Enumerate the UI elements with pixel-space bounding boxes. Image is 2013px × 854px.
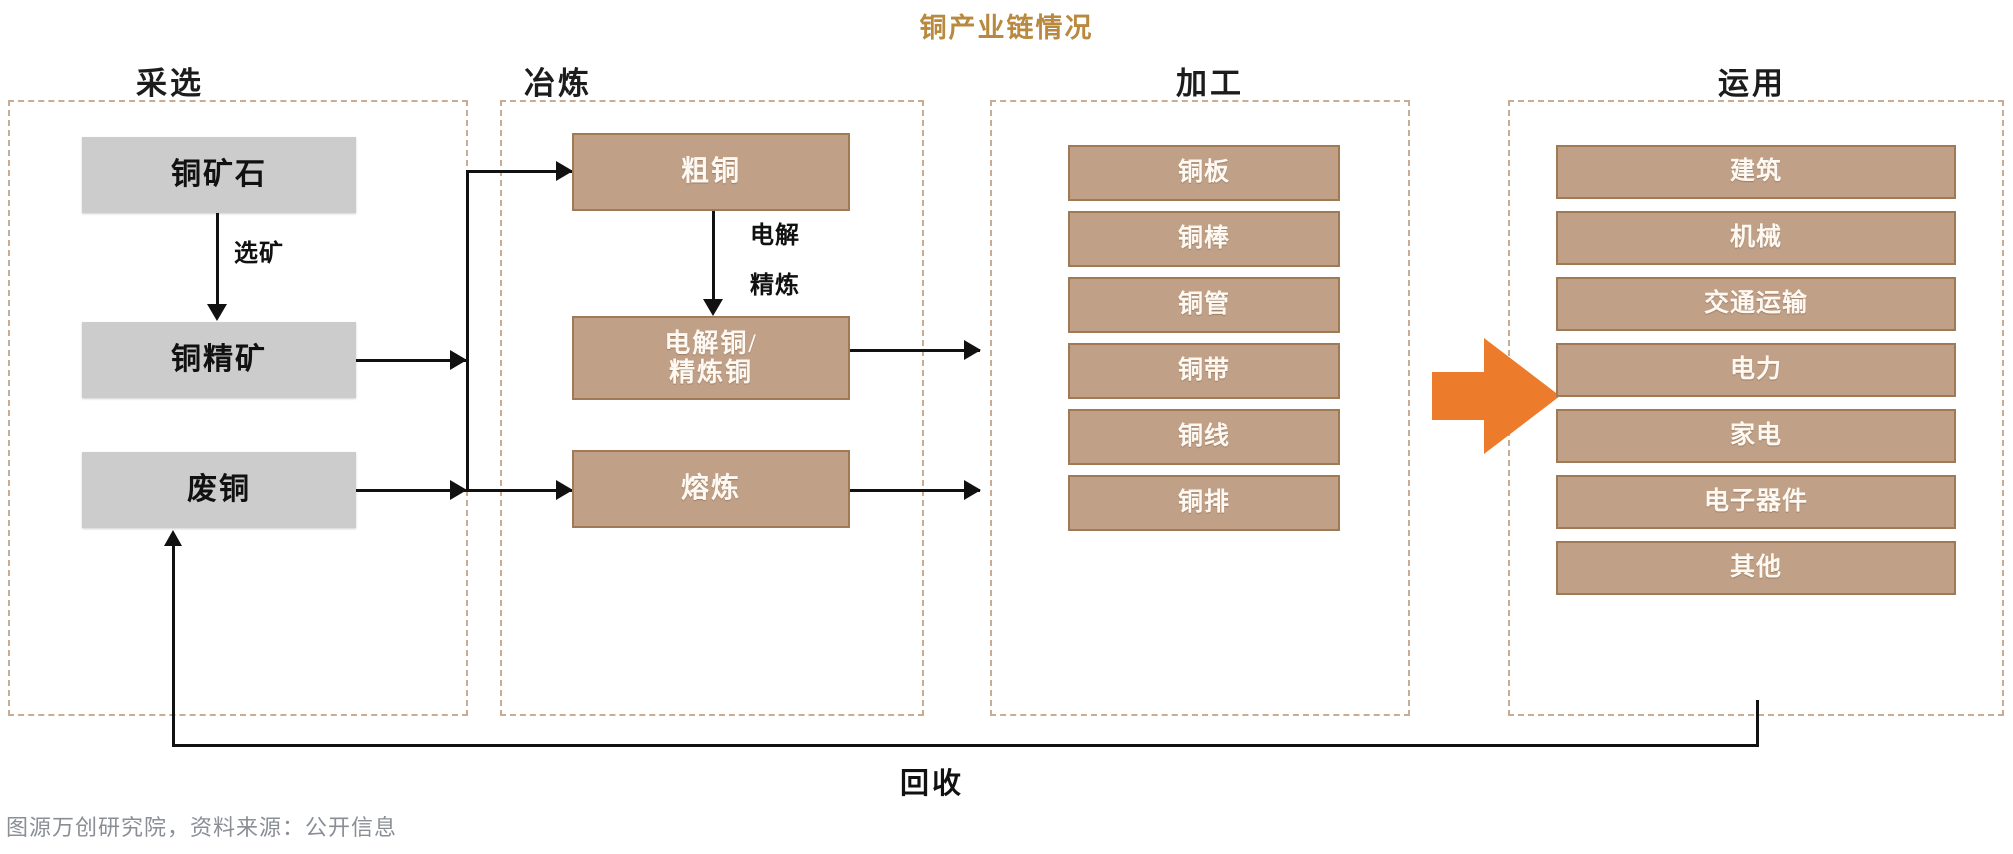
box-copper-ore[interactable]: 铜矿石 bbox=[82, 137, 356, 213]
arrowhead-scrap-junction bbox=[450, 480, 467, 500]
edge-label-electro-refining-line2: 精炼 bbox=[750, 273, 800, 299]
stage-header-processing: 加工 bbox=[1176, 66, 1244, 101]
arrowhead-ore-to-concentrate bbox=[207, 304, 227, 321]
arrowhead-blister-to-electrolytic bbox=[703, 299, 723, 316]
arrowhead-to-melting bbox=[556, 480, 573, 500]
stage-header-application: 运用 bbox=[1718, 66, 1786, 101]
arrowhead-recycle-to-scrap bbox=[164, 530, 182, 546]
box-electrolytic-copper-line1: 电解铜/ bbox=[664, 328, 758, 358]
group-smelting bbox=[500, 100, 924, 716]
connector-electrolytic-to-processing bbox=[850, 349, 980, 352]
connector-recycle-bottom bbox=[172, 744, 1759, 747]
box-copper-concentrate[interactable]: 铜精矿 bbox=[82, 322, 356, 398]
connector-scrap-right bbox=[356, 489, 468, 492]
box-plate[interactable]: 铜板 bbox=[1068, 145, 1340, 201]
box-construction[interactable]: 建筑 bbox=[1556, 145, 1956, 199]
edge-label-electro-refining-line1: 电解 bbox=[750, 223, 800, 249]
box-power[interactable]: 电力 bbox=[1556, 343, 1956, 397]
connector-melting-to-processing bbox=[850, 489, 980, 492]
stage-header-smelting: 冶炼 bbox=[524, 66, 592, 101]
box-blister-copper[interactable]: 粗铜 bbox=[572, 133, 850, 211]
connector-recycle-up-to-scrap bbox=[172, 546, 175, 744]
right-arrow-icon bbox=[1432, 338, 1560, 454]
box-other[interactable]: 其他 bbox=[1556, 541, 1956, 595]
box-tube[interactable]: 铜管 bbox=[1068, 277, 1340, 333]
box-transport[interactable]: 交通运输 bbox=[1556, 277, 1956, 331]
connector-ore-to-concentrate bbox=[216, 213, 219, 306]
box-machinery[interactable]: 机械 bbox=[1556, 211, 1956, 265]
stage-header-mining: 采选 bbox=[136, 66, 204, 101]
connector-riser-to-blister bbox=[466, 170, 574, 173]
box-melting[interactable]: 熔炼 bbox=[572, 450, 850, 528]
box-electrolytic-copper[interactable]: 电解铜/ 精炼铜 bbox=[572, 316, 850, 400]
box-busbar[interactable]: 铜排 bbox=[1068, 475, 1340, 531]
box-appliance[interactable]: 家电 bbox=[1556, 409, 1956, 463]
source-footer: 图源万创研究院，资料来源：公开信息 bbox=[6, 815, 398, 840]
connector-vertical-riser bbox=[466, 170, 469, 491]
connector-blister-to-electrolytic bbox=[712, 211, 715, 301]
box-strip[interactable]: 铜带 bbox=[1068, 343, 1340, 399]
connector-recycle-down-from-application bbox=[1756, 700, 1759, 744]
page-title: 铜产业链情况 bbox=[919, 13, 1094, 43]
group-processing bbox=[990, 100, 1410, 716]
box-electrolytic-copper-line2: 精炼铜 bbox=[668, 358, 753, 387]
arrowhead-concentrate-junction bbox=[450, 350, 467, 370]
arrowhead-electrolytic-to-processing bbox=[964, 340, 981, 360]
edge-label-ore-dressing: 选矿 bbox=[234, 241, 284, 267]
arrowhead-to-blister bbox=[556, 161, 573, 181]
arrowhead-melting-to-processing bbox=[964, 480, 981, 500]
connector-concentrate-right bbox=[356, 359, 468, 362]
edge-label-recycle: 回收 bbox=[900, 768, 965, 800]
connector-riser-to-melting bbox=[466, 489, 574, 492]
box-electronics[interactable]: 电子器件 bbox=[1556, 475, 1956, 529]
box-rod[interactable]: 铜棒 bbox=[1068, 211, 1340, 267]
box-scrap-copper[interactable]: 废铜 bbox=[82, 452, 356, 528]
box-wire[interactable]: 铜线 bbox=[1068, 409, 1340, 465]
